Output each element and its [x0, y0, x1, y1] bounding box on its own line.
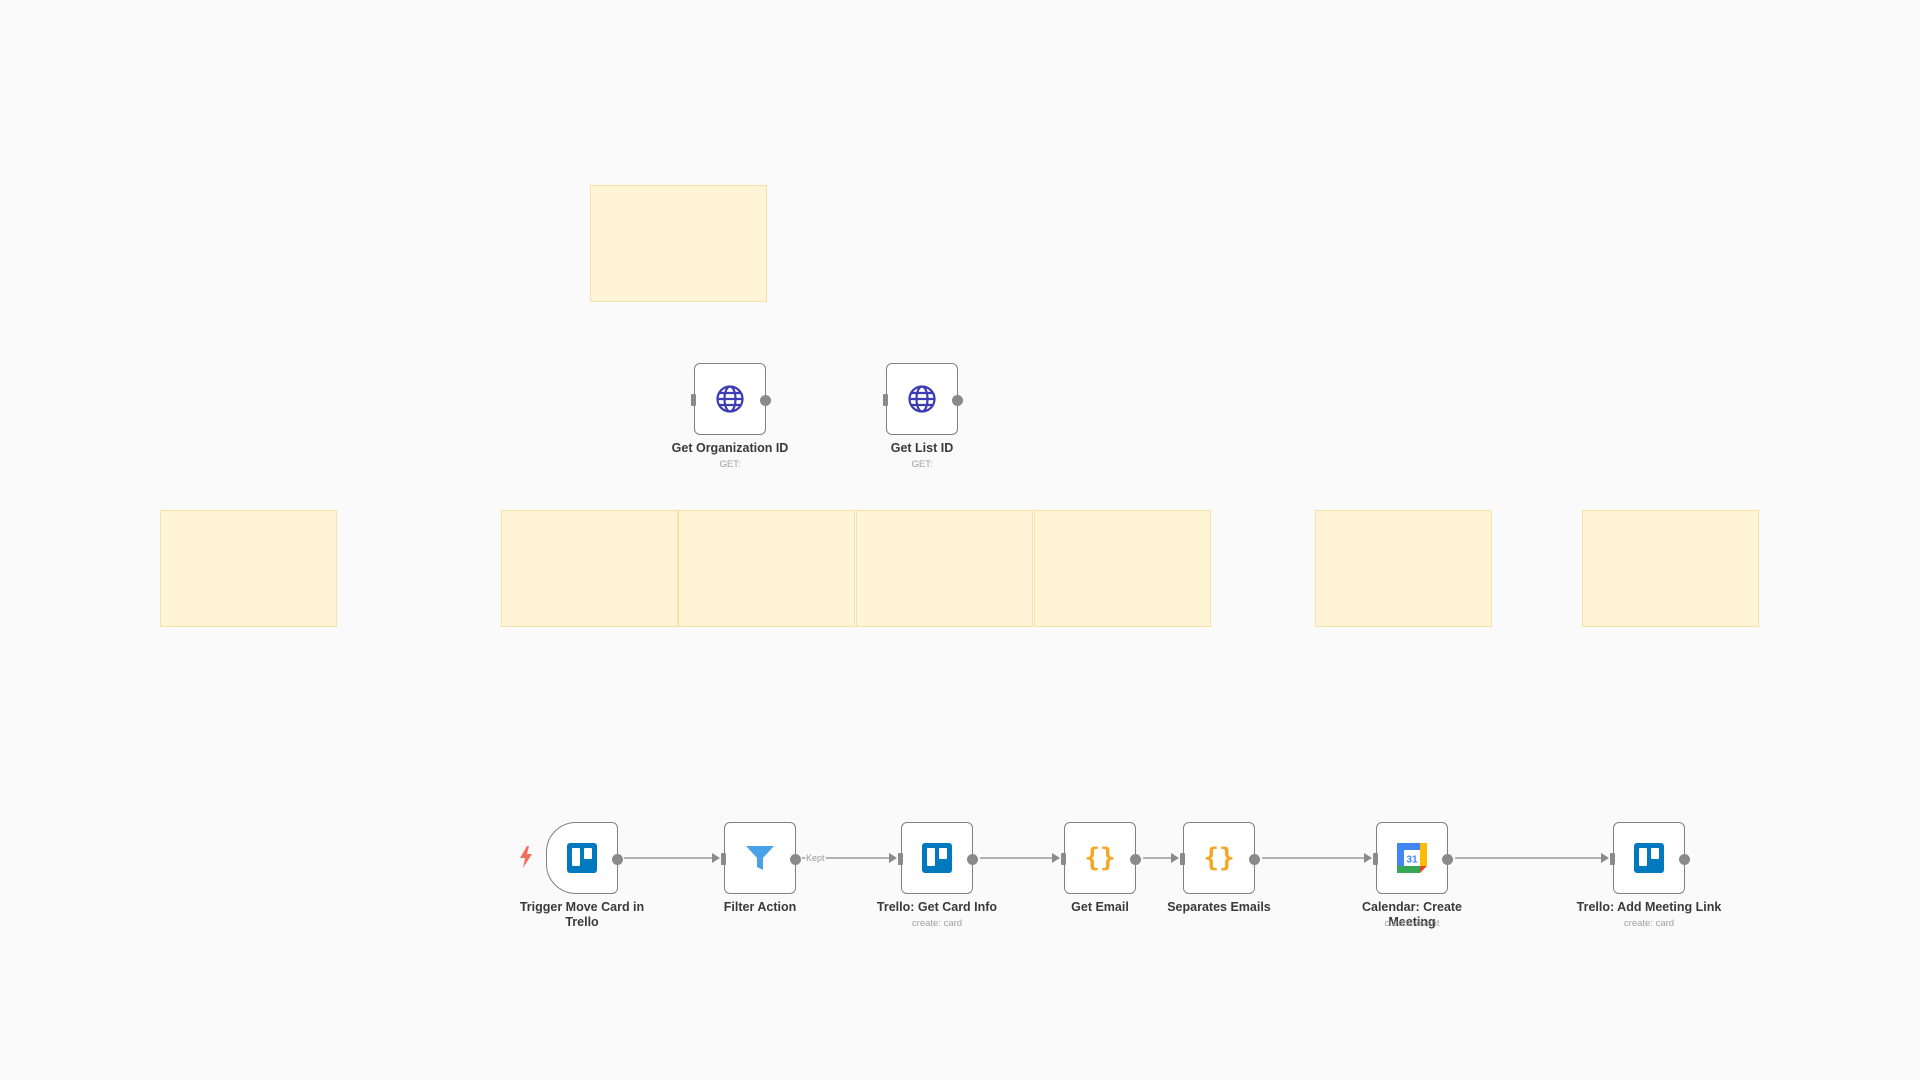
sticky-note[interactable]: [590, 185, 767, 302]
code-icon: {}: [1081, 839, 1119, 877]
trello-icon: [563, 839, 601, 877]
node-label: Get Organization ID: [671, 441, 789, 455]
node-trigger-move-card[interactable]: [546, 822, 623, 894]
sticky-note[interactable]: [678, 510, 855, 627]
node-subtitle: create: card: [911, 918, 963, 929]
node-get-list-id[interactable]: [883, 363, 963, 435]
output-port[interactable]: [1249, 854, 1260, 865]
arrowhead: [889, 853, 897, 863]
sticky-note[interactable]: [160, 510, 337, 627]
sticky-note[interactable]: [1582, 510, 1759, 627]
input-port[interactable]: [691, 394, 696, 406]
connection-label-kept: Kept: [806, 853, 825, 863]
input-port[interactable]: [1610, 853, 1615, 865]
node-subtitle: create: event: [1384, 918, 1440, 929]
node-get-organization-id[interactable]: [691, 363, 771, 435]
node-label: Calendar: Create Meeting: [1361, 900, 1463, 929]
node-trello-add-meeting-link[interactable]: [1610, 822, 1690, 894]
google-calendar-icon: 31: [1393, 839, 1431, 877]
output-port[interactable]: [1679, 854, 1690, 865]
node-get-email[interactable]: {}: [1061, 822, 1141, 894]
calendar-day: 31: [1406, 855, 1418, 866]
node-subtitle: GET:: [719, 459, 741, 470]
trello-icon: [1630, 839, 1668, 877]
sticky-note[interactable]: [501, 510, 678, 627]
arrowhead: [712, 853, 720, 863]
arrowhead: [1171, 853, 1179, 863]
input-port[interactable]: [883, 394, 888, 406]
svg-text:{}: {}: [1084, 843, 1115, 873]
arrowhead: [1601, 853, 1609, 863]
svg-text:{}: {}: [1203, 843, 1234, 873]
trello-icon: [918, 839, 956, 877]
code-icon: {}: [1200, 839, 1238, 877]
node-subtitle: GET:: [911, 459, 933, 470]
globe-icon: [903, 380, 941, 418]
filter-icon: [741, 839, 779, 877]
output-port[interactable]: [1442, 854, 1453, 865]
output-port[interactable]: [612, 854, 623, 865]
node-label: Separates Emails: [1167, 900, 1271, 914]
output-port[interactable]: [1130, 854, 1141, 865]
input-port[interactable]: [898, 853, 903, 865]
node-label: Trello: Get Card Info: [876, 900, 998, 914]
node-label: Get List ID: [890, 441, 954, 455]
trigger-bolt-icon: [520, 846, 532, 868]
sticky-note[interactable]: [1034, 510, 1211, 627]
node-calendar-create-meeting[interactable]: 31: [1373, 822, 1453, 894]
input-port[interactable]: [721, 853, 726, 865]
sticky-note[interactable]: [1315, 510, 1492, 627]
input-port[interactable]: [1373, 853, 1378, 865]
node-trello-get-card-info[interactable]: [898, 822, 978, 894]
node-separates-emails[interactable]: {}: [1180, 822, 1260, 894]
node-label: Trigger Move Card in Trello: [519, 900, 645, 929]
node-subtitle: create: card: [1623, 918, 1675, 929]
input-port[interactable]: [1180, 853, 1185, 865]
output-port[interactable]: [760, 395, 771, 406]
node-filter-action[interactable]: [721, 822, 801, 894]
input-port[interactable]: [1061, 853, 1066, 865]
output-port[interactable]: [952, 395, 963, 406]
arrowhead: [1052, 853, 1060, 863]
globe-icon: [711, 380, 749, 418]
node-label: Trello: Add Meeting Link: [1576, 900, 1722, 914]
node-label: Filter Action: [723, 900, 797, 914]
output-port[interactable]: [967, 854, 978, 865]
sticky-note[interactable]: [856, 510, 1033, 627]
arrowhead: [1364, 853, 1372, 863]
node-label: Get Email: [1071, 900, 1129, 914]
output-port[interactable]: [790, 854, 801, 865]
